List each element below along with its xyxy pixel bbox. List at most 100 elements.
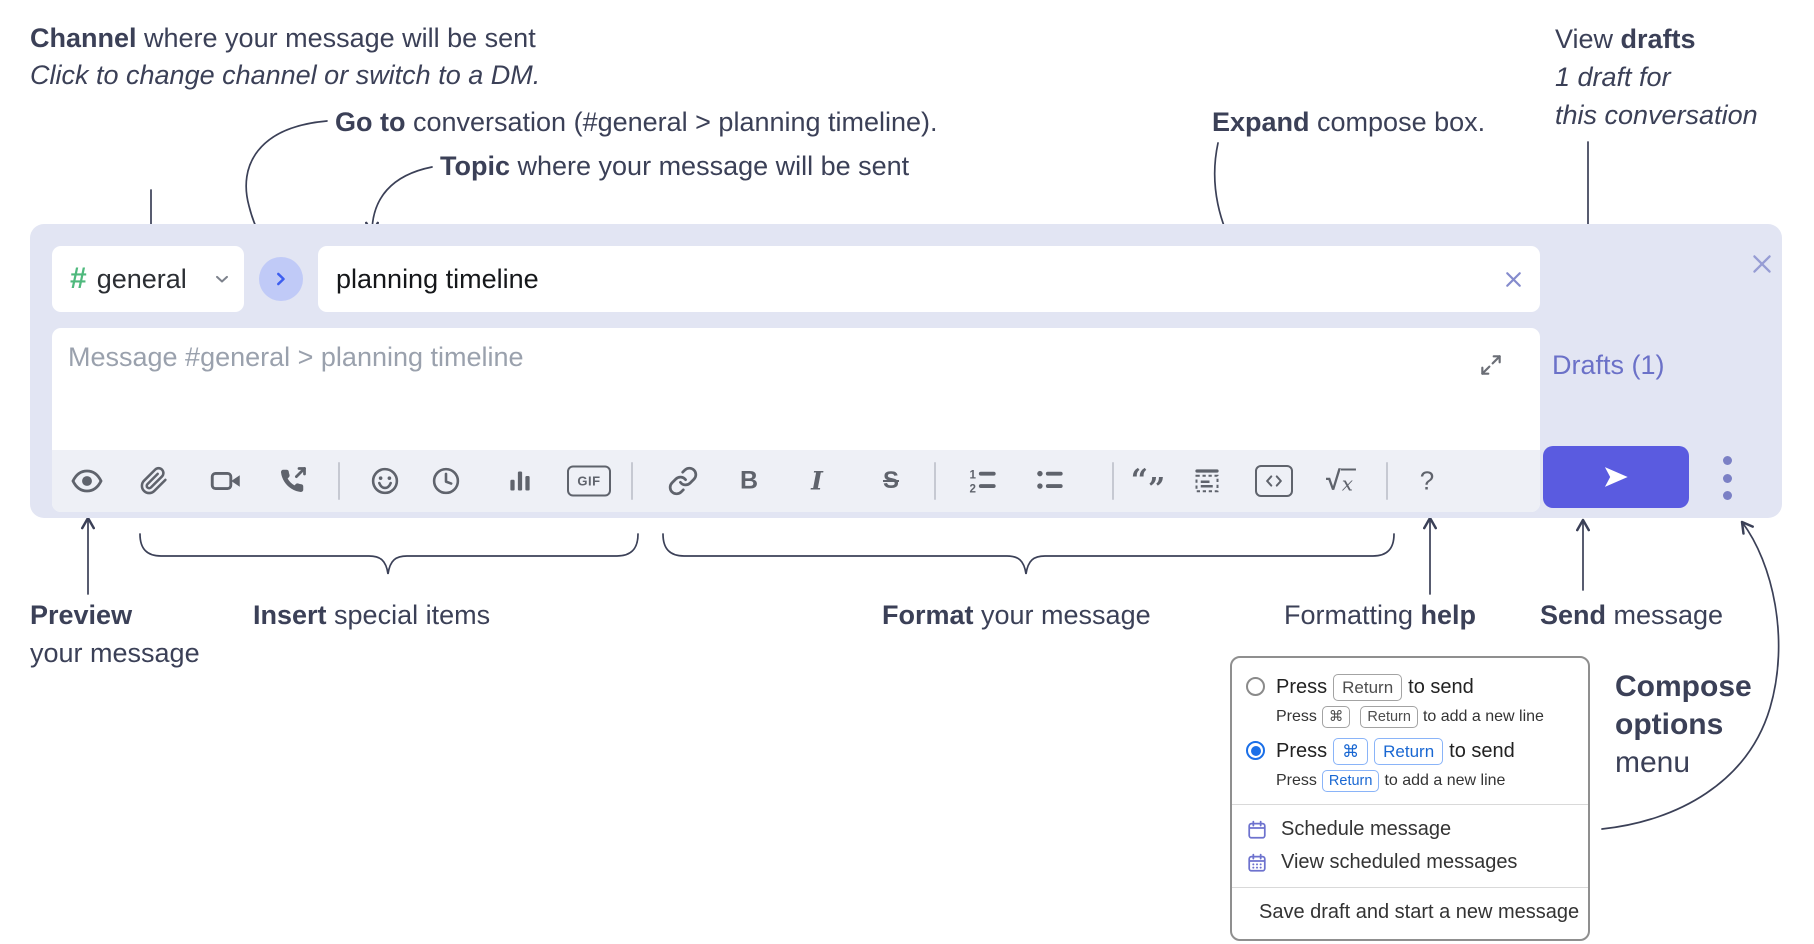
code-button[interactable] <box>1255 465 1293 497</box>
emoji-button[interactable] <box>370 466 401 497</box>
bulleted-list-button[interactable] <box>1035 466 1066 497</box>
topic-input[interactable] <box>318 263 1501 295</box>
cmd-enter-sends-option[interactable]: Press ⌘ Return to send <box>1232 732 1588 767</box>
topic-annotation: Topic where your message will be sent <box>440 151 910 181</box>
expand-icon <box>1481 355 1501 375</box>
send-label: Send message <box>1540 600 1724 630</box>
bulleted-list-icon <box>1037 470 1063 489</box>
ellipsis-dot <box>1722 456 1732 465</box>
numbered-list-icon: 1 2 <box>969 468 996 496</box>
clear-topic-button[interactable] <box>1501 267 1526 292</box>
strikethrough-icon: S <box>882 467 900 494</box>
italic-button[interactable]: I <box>811 467 823 496</box>
send-button[interactable] <box>1543 446 1689 508</box>
numbered-list-button[interactable]: 1 2 <box>968 466 999 497</box>
eye-icon <box>71 469 103 493</box>
formatting-help-label: Formatting help <box>1284 600 1477 630</box>
return-keycap: Return <box>1333 674 1403 701</box>
chevron-down-icon <box>216 275 228 283</box>
time-button[interactable] <box>431 466 462 497</box>
video-call-button[interactable] <box>210 465 243 498</box>
view-scheduled-messages-item[interactable]: View scheduled messages <box>1232 846 1588 879</box>
return-keycap: Return <box>1321 770 1380 792</box>
return-keycap: Return <box>1360 706 1418 728</box>
calendar-grid-icon <box>1248 853 1266 872</box>
clock-icon <box>432 467 460 495</box>
drafts-link[interactable]: Drafts (1) <box>1552 350 1665 380</box>
save-draft-item[interactable]: Save draft and start a new message <box>1232 896 1588 929</box>
smiley-icon <box>371 467 399 495</box>
spoiler-button[interactable] <box>1192 466 1222 496</box>
ellipsis-dot <box>1722 491 1732 500</box>
toolbar-divider <box>1112 462 1114 500</box>
topic-input-box <box>318 246 1540 312</box>
svg-text:1: 1 <box>969 468 976 481</box>
goto-annotation: Go to conversation (#general > planning … <box>335 107 938 137</box>
question-mark-icon: ? <box>1419 465 1435 496</box>
bold-button[interactable]: B <box>740 467 758 496</box>
poll-button[interactable] <box>505 466 535 496</box>
voice-call-button[interactable] <box>277 466 307 496</box>
compose-box: # general <box>30 224 1782 518</box>
format-brace <box>662 533 1395 575</box>
close-compose-button[interactable] <box>1744 246 1780 282</box>
quote-open-icon: “ <box>1130 463 1148 498</box>
spoiler-icon <box>1195 469 1219 493</box>
radio-unselected-icon[interactable] <box>1246 677 1265 696</box>
quote-button[interactable]: “ ” <box>1130 463 1166 505</box>
ellipsis-dot <box>1722 473 1732 483</box>
message-box: GIF B I S <box>52 328 1540 512</box>
channel-annotation: Channel where your message will be sent … <box>30 23 541 90</box>
phone-outgoing-icon <box>280 467 306 493</box>
compose-toolbar: GIF B I S <box>52 450 1540 512</box>
message-input[interactable] <box>52 328 1540 446</box>
cmd-keycap: ⌘ <box>1321 706 1351 728</box>
goto-conversation-button[interactable] <box>259 257 303 301</box>
channel-hash-icon: # <box>70 262 87 295</box>
sqrt-icon: √ <box>1325 465 1341 496</box>
view-drafts-annotation: View drafts 1 draft for this conversatio… <box>1555 24 1758 130</box>
enter-sends-subtext: Press ⌘ Return to add a new line <box>1232 703 1588 732</box>
gif-button[interactable]: GIF <box>567 465 611 497</box>
compose-options-label: Compose options menu <box>1615 670 1752 779</box>
cmd-enter-sends-subtext: Press Return to add a new line <box>1232 767 1588 796</box>
insert-brace <box>139 533 639 575</box>
link-icon <box>668 466 698 496</box>
compose-options-menu: Press Return to send Press ⌘ Return to a… <box>1230 656 1590 941</box>
format-label: Format your message <box>882 600 1151 630</box>
paperclip-icon <box>140 466 167 495</box>
attach-file-button[interactable] <box>140 466 169 496</box>
radio-selected-icon[interactable] <box>1246 741 1265 760</box>
close-icon <box>1753 255 1771 273</box>
enter-sends-option[interactable]: Press Return to send <box>1232 668 1588 703</box>
video-camera-icon <box>210 471 240 491</box>
compose-options-button[interactable] <box>1715 456 1739 500</box>
insert-label: Insert special items <box>253 600 491 630</box>
math-button[interactable]: √ x <box>1325 465 1357 497</box>
channel-selector[interactable]: # general <box>52 246 244 312</box>
preview-button[interactable] <box>71 465 103 497</box>
code-icon <box>1266 475 1282 487</box>
toolbar-divider <box>1386 462 1388 500</box>
expand-annotation: Expand compose box. <box>1212 107 1486 137</box>
menu-divider <box>1232 887 1588 888</box>
gif-icon: GIF <box>577 473 601 489</box>
quote-close-icon: ” <box>1148 472 1166 507</box>
bold-icon: B <box>739 466 759 495</box>
math-x-icon: x <box>1340 468 1357 496</box>
svg-text:2: 2 <box>969 483 975 496</box>
schedule-message-item[interactable]: Schedule message <box>1232 813 1588 846</box>
link-button[interactable] <box>668 466 699 497</box>
close-icon <box>1506 271 1521 287</box>
toolbar-divider <box>338 462 340 500</box>
strikethrough-button[interactable]: S <box>883 467 899 495</box>
channel-name: general <box>96 263 187 294</box>
formatting-help-button[interactable]: ? <box>1420 466 1434 497</box>
return-keycap: Return <box>1374 738 1444 765</box>
toolbar-divider <box>934 462 936 500</box>
expand-compose-button[interactable] <box>1478 352 1504 378</box>
italic-icon: I <box>811 466 823 496</box>
chevron-right-icon <box>277 272 285 286</box>
bar-chart-icon <box>510 471 530 491</box>
